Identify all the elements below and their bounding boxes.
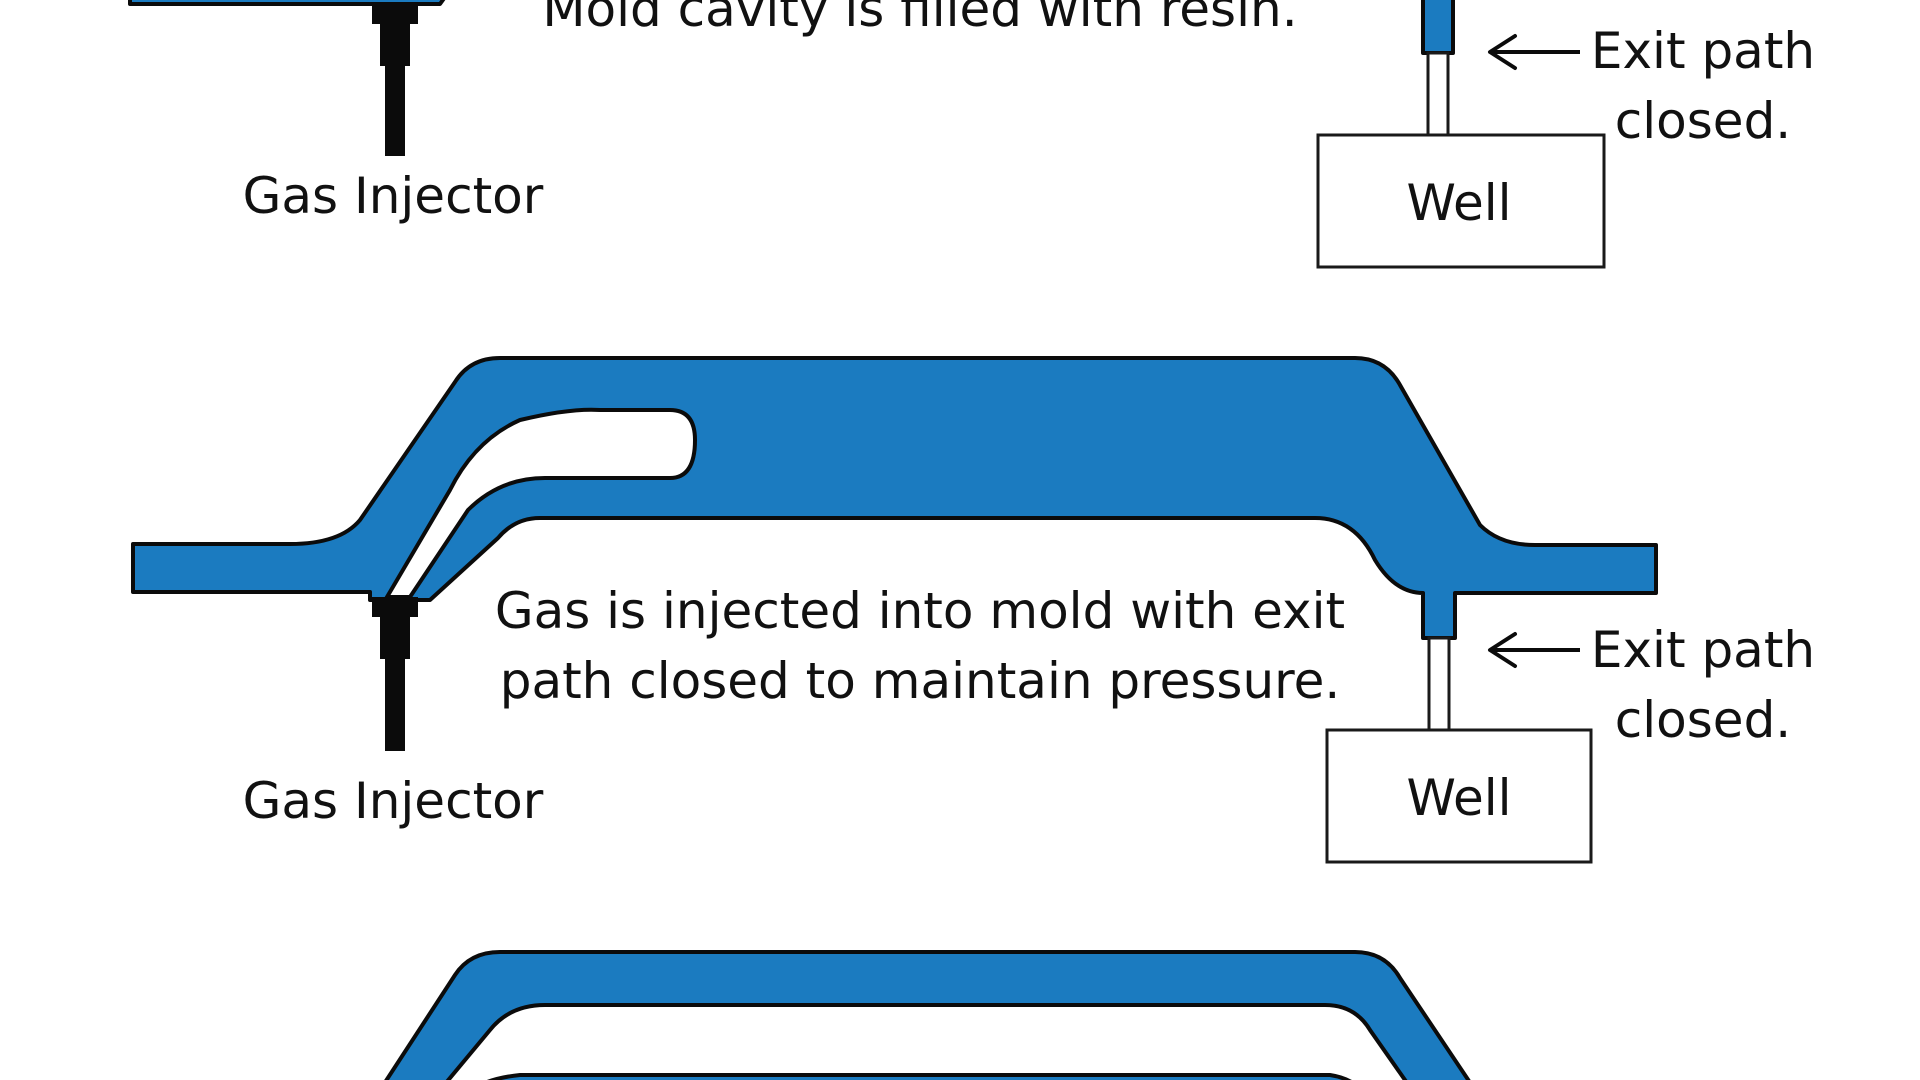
stage-2-well-label: Well xyxy=(1406,769,1511,827)
stage-2-gas-channel xyxy=(383,407,698,599)
stage-2-exit-label-line-2: closed. xyxy=(1615,691,1791,749)
stage-3-gas-channel xyxy=(445,1003,1408,1080)
stage-2: Gas Injector Gas is injected into mold w… xyxy=(131,356,1815,864)
stage-1-gas-injector xyxy=(372,4,418,156)
stage-2-exit-arrow xyxy=(1488,632,1580,668)
stage-1-mold-part xyxy=(128,0,446,6)
stage-1-injector-label: Gas Injector xyxy=(243,167,544,225)
stage-1-exit-path-resin xyxy=(1421,0,1455,55)
stage-1-caption: Mold cavity is filled with resin. xyxy=(542,0,1297,38)
stage-3-inner-wall xyxy=(486,1073,1352,1080)
stage-3 xyxy=(384,950,1471,1080)
stage-1-exit-pipe xyxy=(1426,51,1450,137)
stage-2-gas-injector xyxy=(372,597,418,751)
stage-1-exit-arrow xyxy=(1488,34,1580,70)
stage-2-caption-line-2: path closed to maintain pressure. xyxy=(500,652,1341,710)
stage-2-caption-line-1: Gas is injected into mold with exit xyxy=(495,582,1345,640)
stage-2-exit-label-line-1: Exit path xyxy=(1591,621,1815,679)
stage-1-exit-label-line-2: closed. xyxy=(1615,92,1791,150)
stage-2-exit-pipe xyxy=(1427,636,1451,732)
stage-2-well-box xyxy=(1325,728,1593,864)
stage-2-injector-label: Gas Injector xyxy=(243,772,544,830)
stage-1-exit-label-line-1: Exit path xyxy=(1591,22,1815,80)
stage-1-well-box xyxy=(1316,133,1606,269)
stage-1: Mold cavity is filled with resin. Gas In… xyxy=(128,0,1815,269)
stage-1-well-label: Well xyxy=(1406,174,1511,232)
